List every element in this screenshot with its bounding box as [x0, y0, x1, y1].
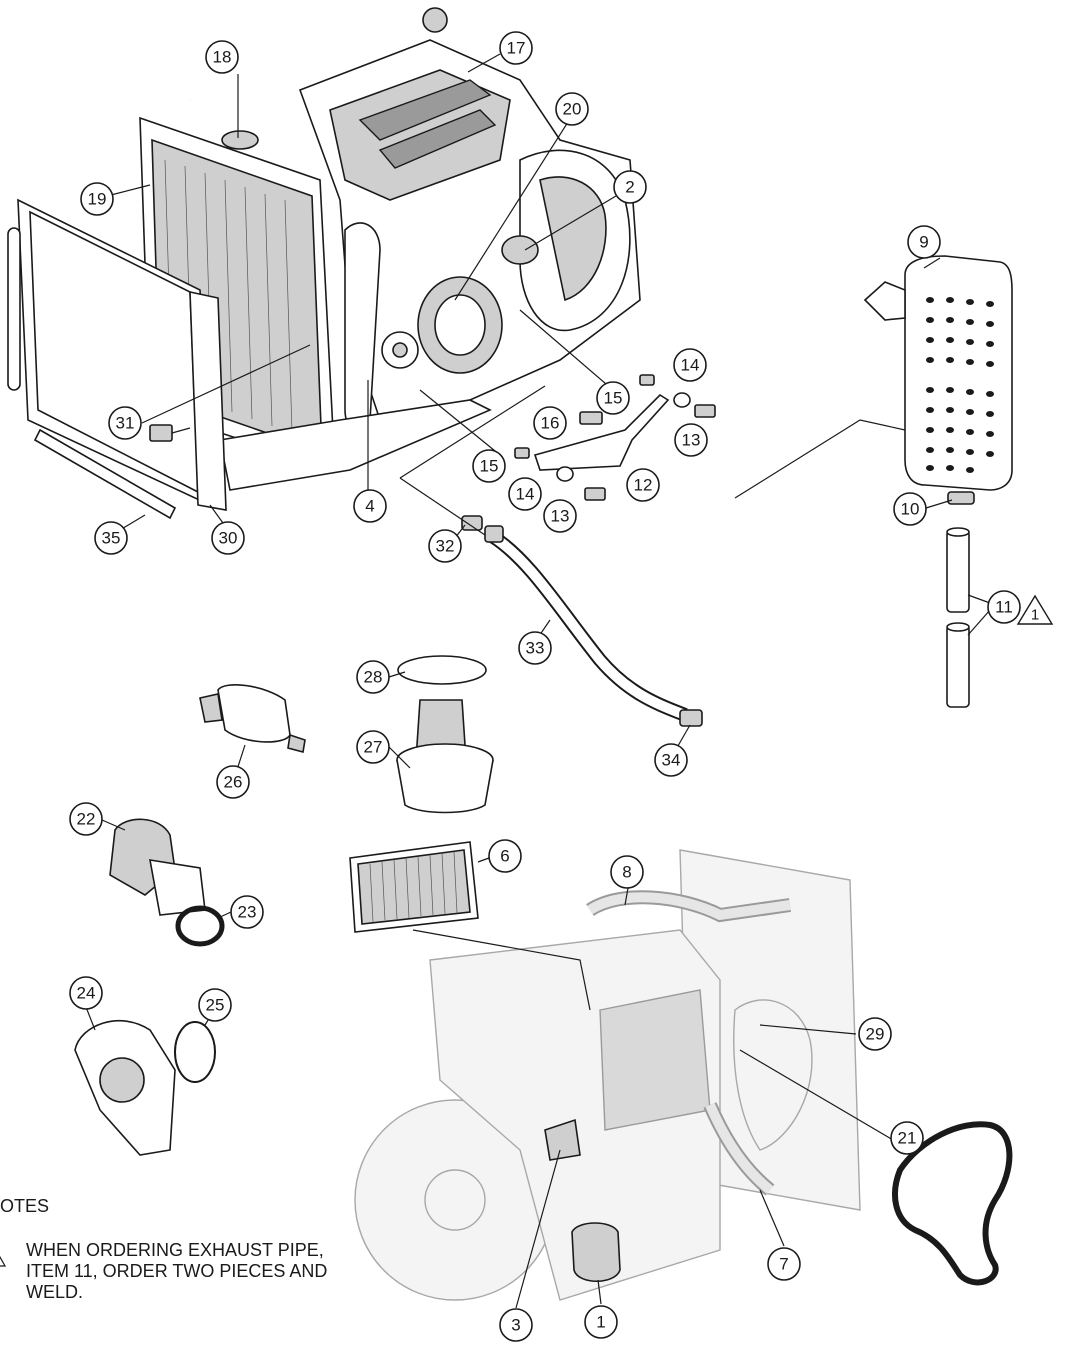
svg-text:31: 31 — [116, 414, 135, 433]
svg-text:20: 20 — [563, 100, 582, 119]
svg-text:10: 10 — [901, 500, 920, 519]
callout-8: 8 — [610, 855, 644, 889]
svg-text:30: 30 — [219, 529, 238, 548]
callout-25: 25 — [198, 988, 232, 1022]
callout-14-lower: 14 — [508, 477, 542, 511]
callout-3: 3 — [499, 1308, 533, 1342]
svg-text:28: 28 — [364, 668, 383, 687]
callout-31: 31 — [108, 406, 142, 440]
svg-text:19: 19 — [88, 190, 107, 209]
svg-text:9: 9 — [919, 233, 928, 252]
muffler-assembly — [863, 255, 1013, 708]
svg-text:18: 18 — [213, 48, 232, 67]
bolt-31 — [149, 424, 191, 442]
svg-text:8: 8 — [622, 863, 631, 882]
drive-belt — [892, 1121, 1013, 1286]
callout-33: 33 — [518, 631, 552, 665]
svg-text:25: 25 — [206, 996, 225, 1015]
svg-text:15: 15 — [480, 457, 499, 476]
thermostat — [396, 655, 494, 814]
callout-13-upper: 13 — [674, 423, 708, 457]
svg-text:14: 14 — [516, 485, 535, 504]
svg-text:34: 34 — [662, 751, 681, 770]
callout-17: 17 — [499, 31, 533, 65]
svg-text:29: 29 — [866, 1025, 885, 1044]
svg-text:21: 21 — [898, 1129, 917, 1148]
callout-2: 2 — [613, 170, 647, 204]
drain-hose — [461, 515, 703, 727]
svg-text:1: 1 — [596, 1313, 605, 1332]
engine-assembly-bottom — [354, 849, 861, 1301]
callout-18: 18 — [205, 40, 239, 74]
callout-11: 11 — [987, 590, 1021, 624]
svg-text:14: 14 — [681, 356, 700, 375]
svg-text:1: 1 — [1031, 607, 1039, 624]
callout-34: 34 — [654, 743, 688, 777]
muffler-bracket-hardware — [514, 374, 716, 501]
water-pump — [74, 1020, 216, 1156]
callout-27: 27 — [356, 730, 390, 764]
svg-text:12: 12 — [634, 476, 653, 495]
callout-22: 22 — [69, 802, 103, 836]
callout-29: 29 — [858, 1017, 892, 1051]
svg-text:13: 13 — [551, 507, 570, 526]
svg-text:3: 3 — [511, 1316, 520, 1335]
callout-19: 19 — [80, 182, 114, 216]
svg-text:7: 7 — [779, 1255, 788, 1274]
svg-text:23: 23 — [238, 903, 257, 922]
svg-text:11: 11 — [995, 598, 1013, 617]
svg-text:26: 26 — [224, 773, 243, 792]
svg-text:17: 17 — [507, 39, 526, 58]
leader-lines — [85, 53, 991, 1309]
callout-10: 10 — [893, 492, 927, 526]
callout-7: 7 — [767, 1247, 801, 1281]
svg-text:33: 33 — [526, 639, 545, 658]
callout-32: 32 — [428, 529, 462, 563]
svg-text:16: 16 — [541, 414, 560, 433]
svg-text:4: 4 — [365, 497, 374, 516]
notes-heading: OTES — [0, 1196, 50, 1216]
callout-12: 12 — [626, 468, 660, 502]
callout-9: 9 — [907, 225, 941, 259]
callout-24: 24 — [69, 976, 103, 1010]
svg-text:15: 15 — [604, 389, 623, 408]
note-triangle-icon — [0, 1255, 6, 1267]
fuel-pump — [109, 818, 225, 947]
callout-16: 16 — [533, 406, 567, 440]
fuel-filter — [199, 684, 306, 753]
svg-text:27: 27 — [364, 738, 383, 757]
callout-28: 28 — [356, 660, 390, 694]
callout-14-upper: 14 — [673, 348, 707, 382]
air-filter-element — [349, 841, 479, 933]
svg-text:35: 35 — [102, 529, 121, 548]
svg-text:24: 24 — [77, 984, 96, 1003]
svg-text:13: 13 — [682, 431, 701, 450]
callout-13-lower: 13 — [543, 499, 577, 533]
callout-26: 26 — [216, 765, 250, 799]
callout-1: 1 — [584, 1305, 618, 1339]
callout-23: 23 — [230, 895, 264, 929]
callout-4: 4 — [353, 489, 387, 523]
svg-text:6: 6 — [500, 847, 509, 866]
callout-30: 30 — [211, 521, 245, 555]
svg-text:22: 22 — [77, 810, 96, 829]
svg-text:32: 32 — [436, 537, 455, 556]
callout-15-upper: 15 — [596, 381, 630, 415]
svg-text:2: 2 — [625, 178, 634, 197]
note-1-text: WHEN ORDERING EXHAUST PIPE, ITEM 11, ORD… — [26, 1240, 328, 1302]
callout-21: 21 — [890, 1121, 924, 1155]
callout-15-lower: 15 — [472, 449, 506, 483]
callout-20: 20 — [555, 92, 589, 126]
note-flag-triangle: 1 — [1016, 594, 1054, 625]
callout-6: 6 — [488, 839, 522, 873]
callout-35: 35 — [94, 521, 128, 555]
